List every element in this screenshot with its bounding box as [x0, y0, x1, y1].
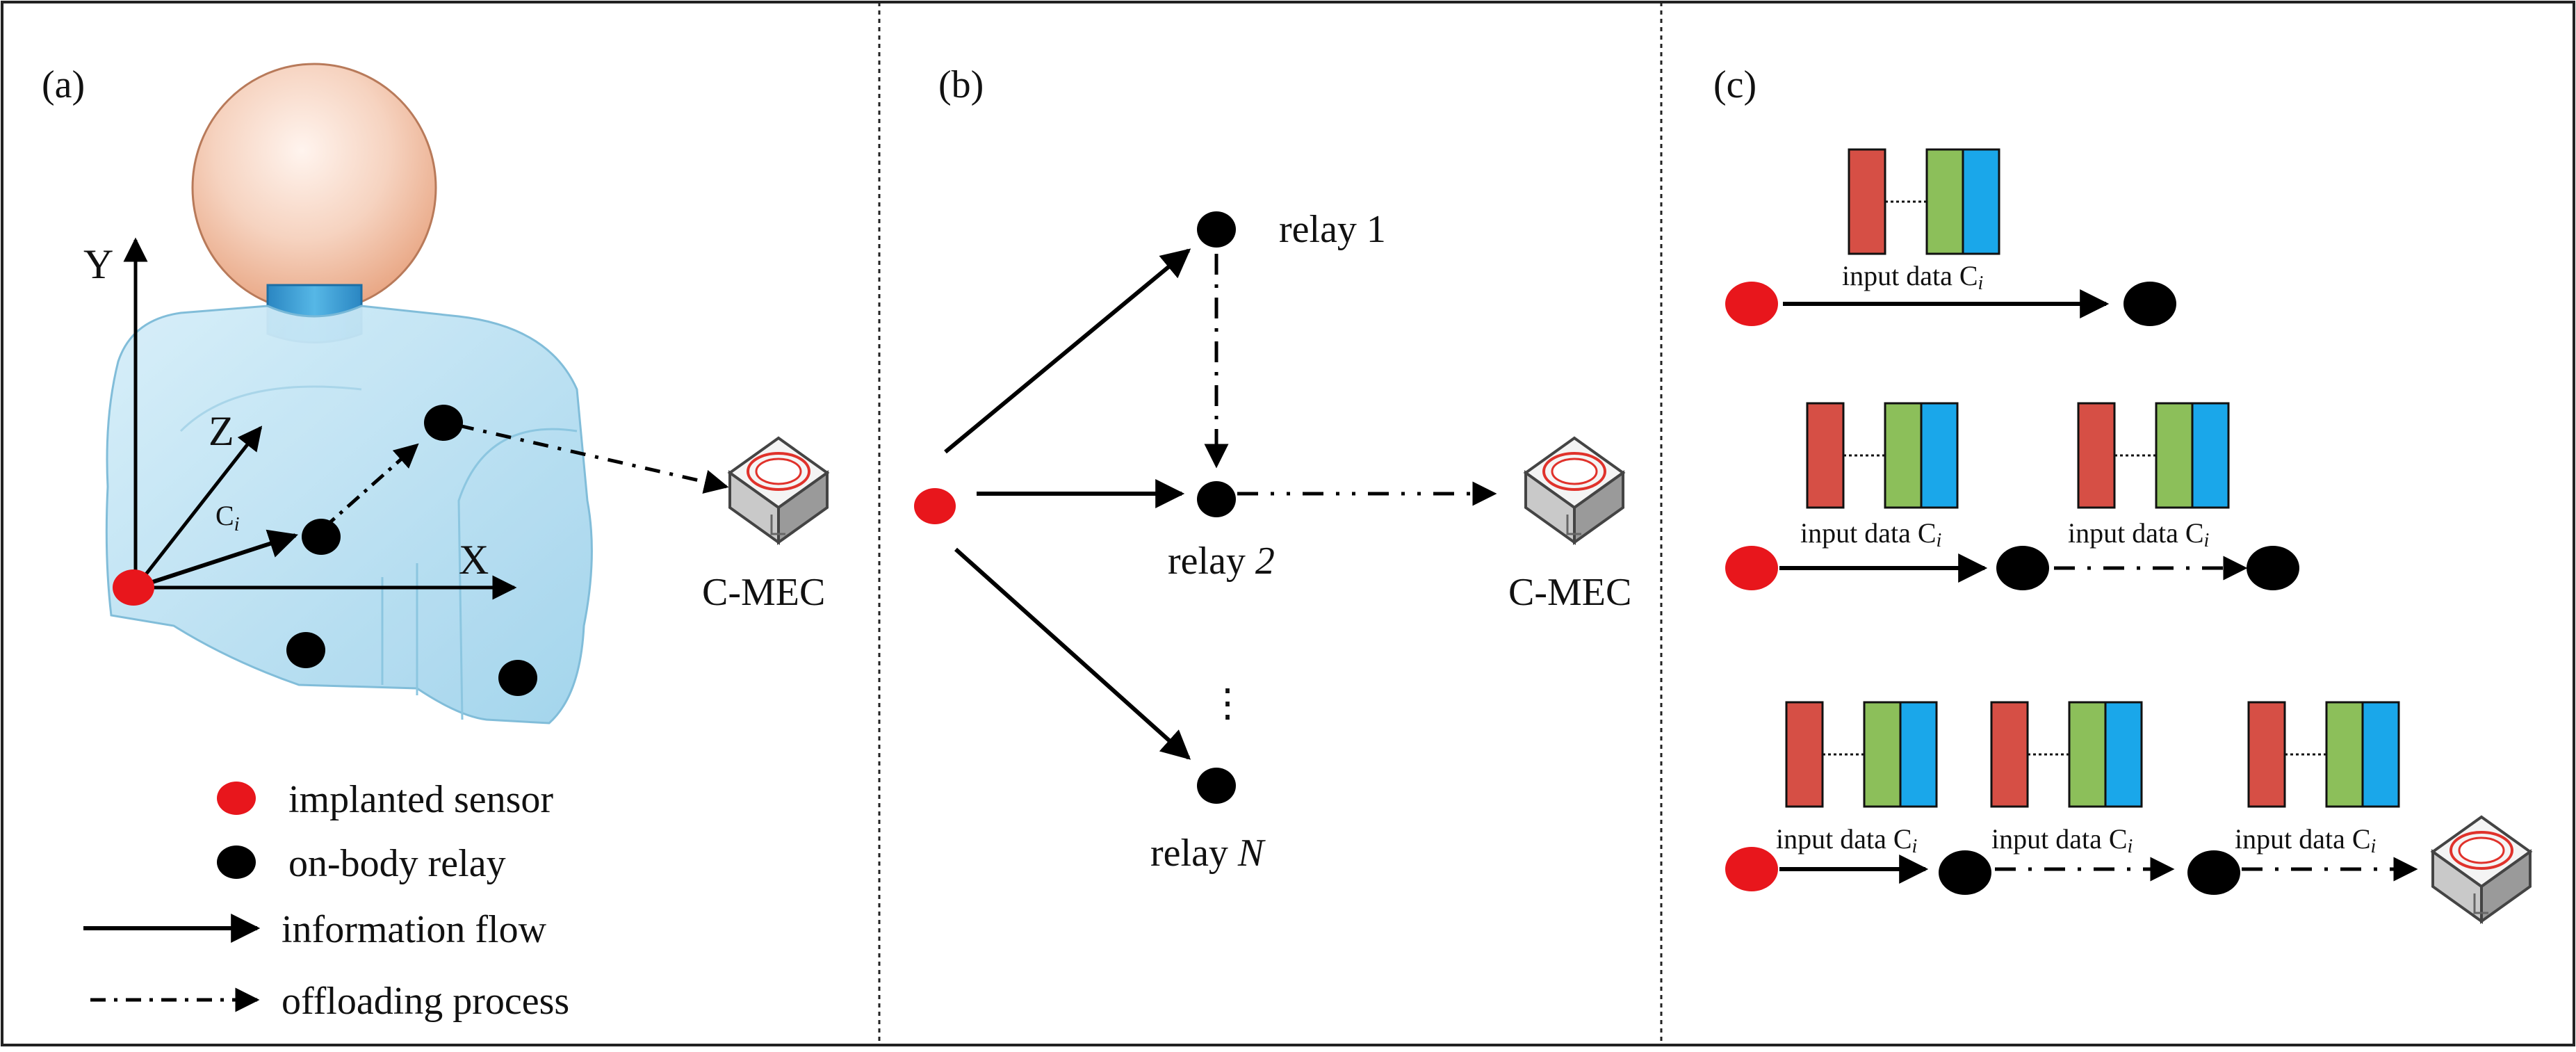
relay-node [302, 519, 341, 555]
y-axis-label: Y [83, 241, 113, 287]
relay2-label: relay 2 [1168, 540, 1275, 583]
input-data-label: input data Ci [1842, 260, 1983, 294]
data-packet [1848, 148, 2000, 255]
implanted-sensor [1725, 282, 1778, 326]
input-data-label: input data Ci [2235, 823, 2376, 857]
relay1-label: relay 1 [1279, 208, 1386, 251]
cmec-label-b: C-MEC [1508, 571, 1631, 614]
relay-ellipsis: ⋮ [1208, 682, 1247, 725]
relay-node [1996, 546, 2049, 590]
offload-arrow-2 [458, 423, 729, 494]
data-packet [1806, 402, 1959, 509]
cmec-server-icon [1524, 437, 1624, 544]
legend: implanted sensor on-body relay informati… [83, 778, 569, 1023]
relay-node [2187, 850, 2240, 895]
flow-to-relay1 [944, 248, 1191, 454]
data-packet [1990, 701, 2143, 808]
legend-info-text: information flow [282, 908, 547, 951]
panel-a: (a) Y X Z Ci C-MEC [42, 63, 829, 1023]
relay-node [1939, 850, 1991, 895]
data-packet [2247, 701, 2400, 808]
flow-to-relayN [954, 547, 1191, 760]
relay-node [1197, 211, 1236, 248]
head-shape [191, 63, 437, 313]
relayN-label: relay N [1150, 832, 1266, 875]
x-axis-label: X [459, 537, 489, 583]
relay-node [2247, 546, 2299, 590]
legend-sensor-icon [217, 782, 256, 815]
relay-node [1197, 768, 1236, 804]
input-data-label: input data Ci [1991, 823, 2133, 857]
relay-node [498, 660, 537, 696]
shoulder-contour [179, 385, 362, 432]
legend-sensor-text: implanted sensor [288, 778, 553, 821]
implanted-sensor [914, 488, 956, 524]
panel-c: (c) input data Ci input data Ci input da… [1713, 63, 2532, 923]
panel-c-label: (c) [1713, 63, 1756, 106]
panel-b: (b) ⋮ relay 1 relay 2 relay N C-MEC [914, 63, 1631, 875]
relay-node [1197, 481, 1236, 517]
input-data-label: input data Ci [1800, 517, 1941, 551]
input-data-label: input data Ci [1776, 823, 1917, 857]
panel-a-label: (a) [42, 63, 85, 106]
relay-node [424, 405, 463, 441]
legend-offload-text: offloading process [282, 980, 569, 1023]
z-axis [134, 426, 263, 589]
relay-node [2123, 282, 2176, 326]
implanted-sensor [1725, 546, 1778, 590]
ci-label: Ci [215, 500, 239, 535]
implanted-sensor [1725, 847, 1778, 891]
torso-shape [105, 305, 593, 725]
panel-b-label: (b) [938, 63, 984, 106]
input-data-label: input data Ci [2068, 517, 2209, 551]
cmec-label-a: C-MEC [702, 571, 825, 614]
legend-relay-text: on-body relay [288, 842, 506, 885]
z-axis-label: Z [209, 408, 234, 454]
relay-node [286, 632, 325, 668]
arm-contour [457, 428, 578, 720]
data-packet [2077, 402, 2230, 509]
info-flow-arrow [135, 529, 298, 590]
offload-arrow-1 [322, 443, 419, 530]
data-packet [1785, 701, 1938, 808]
implanted-sensor [113, 569, 154, 606]
legend-relay-icon [217, 845, 256, 879]
cmec-server-icon [2431, 816, 2532, 923]
cmec-server-icon [728, 437, 829, 544]
